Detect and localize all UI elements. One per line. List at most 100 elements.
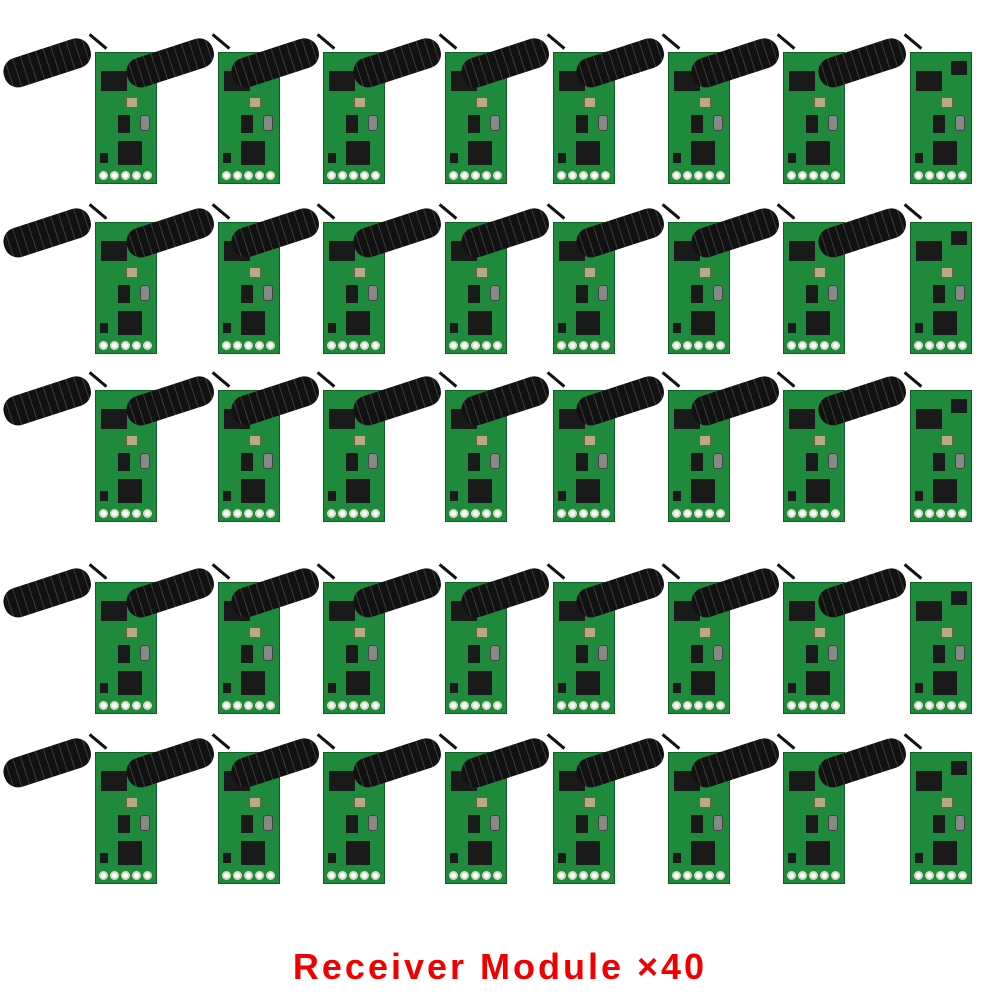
solder-pad bbox=[914, 341, 923, 350]
solder-pad bbox=[110, 171, 119, 180]
solder-pad bbox=[820, 341, 829, 350]
crystal bbox=[941, 97, 953, 108]
solder-pad bbox=[233, 871, 242, 880]
pcb-board bbox=[218, 222, 280, 354]
learn-button bbox=[598, 285, 608, 301]
crystal bbox=[814, 435, 826, 446]
solder-pad bbox=[244, 701, 253, 710]
pcb-board bbox=[910, 752, 972, 884]
learn-button bbox=[140, 285, 150, 301]
learn-button bbox=[598, 453, 608, 469]
solder-pad bbox=[266, 341, 275, 350]
solder-pad bbox=[958, 871, 967, 880]
learn-button bbox=[368, 115, 378, 131]
transistor bbox=[241, 815, 253, 833]
pcb-board bbox=[668, 222, 730, 354]
coil-antenna bbox=[349, 204, 445, 262]
solder-pad bbox=[958, 509, 967, 518]
smd-component bbox=[673, 491, 681, 501]
solder-pad bbox=[493, 341, 502, 350]
antenna-wire bbox=[776, 203, 796, 220]
crystal bbox=[814, 267, 826, 278]
solder-pad bbox=[110, 701, 119, 710]
learn-button bbox=[713, 815, 723, 831]
solder-pad bbox=[460, 701, 469, 710]
solder-pad bbox=[914, 871, 923, 880]
relay-driver bbox=[468, 671, 492, 695]
solder-pad bbox=[568, 509, 577, 518]
relay-driver bbox=[691, 141, 715, 165]
learn-button bbox=[490, 285, 500, 301]
solder-pad bbox=[694, 871, 703, 880]
solder-pad bbox=[787, 509, 796, 518]
relay-driver bbox=[806, 479, 830, 503]
relay-driver bbox=[691, 671, 715, 695]
transistor bbox=[806, 115, 818, 133]
solder-pad bbox=[449, 871, 458, 880]
receiver-module bbox=[122, 203, 280, 354]
solder-pad bbox=[222, 171, 231, 180]
relay-driver bbox=[691, 311, 715, 335]
crystal bbox=[249, 435, 261, 446]
smd-component bbox=[558, 153, 566, 163]
solder-pad bbox=[601, 509, 610, 518]
transistor bbox=[118, 115, 130, 133]
learn-button bbox=[955, 645, 965, 661]
solder-pad bbox=[449, 171, 458, 180]
solder-pad bbox=[831, 509, 840, 518]
learn-button bbox=[713, 645, 723, 661]
solder-pad bbox=[579, 341, 588, 350]
transistor bbox=[691, 453, 703, 471]
relay-driver bbox=[933, 671, 957, 695]
coil-antenna bbox=[0, 734, 95, 792]
antenna-wire bbox=[903, 733, 923, 750]
receiver-module bbox=[814, 733, 972, 884]
transistor bbox=[346, 645, 358, 663]
crystal bbox=[249, 797, 261, 808]
relay-driver bbox=[933, 311, 957, 335]
smd-component bbox=[100, 853, 108, 863]
pcb-board bbox=[668, 582, 730, 714]
transistor bbox=[346, 815, 358, 833]
coil-antenna bbox=[572, 734, 668, 792]
solder-pad bbox=[672, 171, 681, 180]
crystal bbox=[126, 797, 138, 808]
coil-antenna bbox=[814, 734, 910, 792]
solder-pad bbox=[590, 701, 599, 710]
solder-pad bbox=[820, 171, 829, 180]
solder-pad bbox=[557, 509, 566, 518]
transistor bbox=[933, 285, 945, 303]
coil-antenna bbox=[349, 734, 445, 792]
solder-pad bbox=[705, 509, 714, 518]
crystal bbox=[699, 267, 711, 278]
solder-pad bbox=[787, 341, 796, 350]
coil-antenna bbox=[122, 734, 218, 792]
solder-pad bbox=[327, 171, 336, 180]
solder-pad bbox=[672, 341, 681, 350]
solder-pad bbox=[601, 341, 610, 350]
learn-button bbox=[140, 115, 150, 131]
transistor bbox=[118, 645, 130, 663]
ic-chip bbox=[101, 601, 127, 621]
crystal bbox=[126, 435, 138, 446]
coil-antenna bbox=[349, 372, 445, 430]
learn-button bbox=[713, 285, 723, 301]
smd-component bbox=[673, 323, 681, 333]
smd-component bbox=[100, 491, 108, 501]
relay-driver bbox=[933, 141, 957, 165]
coil-antenna bbox=[572, 372, 668, 430]
solder-pad bbox=[327, 871, 336, 880]
transistor bbox=[241, 285, 253, 303]
solder-pad bbox=[947, 871, 956, 880]
relay-driver bbox=[241, 141, 265, 165]
coil-antenna bbox=[814, 204, 910, 262]
ic-chip bbox=[916, 601, 942, 621]
solder-pad bbox=[143, 341, 152, 350]
transistor bbox=[241, 115, 253, 133]
relay-driver bbox=[346, 311, 370, 335]
coil-antenna bbox=[0, 372, 95, 430]
product-caption: Receiver Module ×40 bbox=[292, 946, 708, 987]
solder-pad bbox=[360, 171, 369, 180]
solder-pad bbox=[601, 171, 610, 180]
solder-pad bbox=[132, 509, 141, 518]
